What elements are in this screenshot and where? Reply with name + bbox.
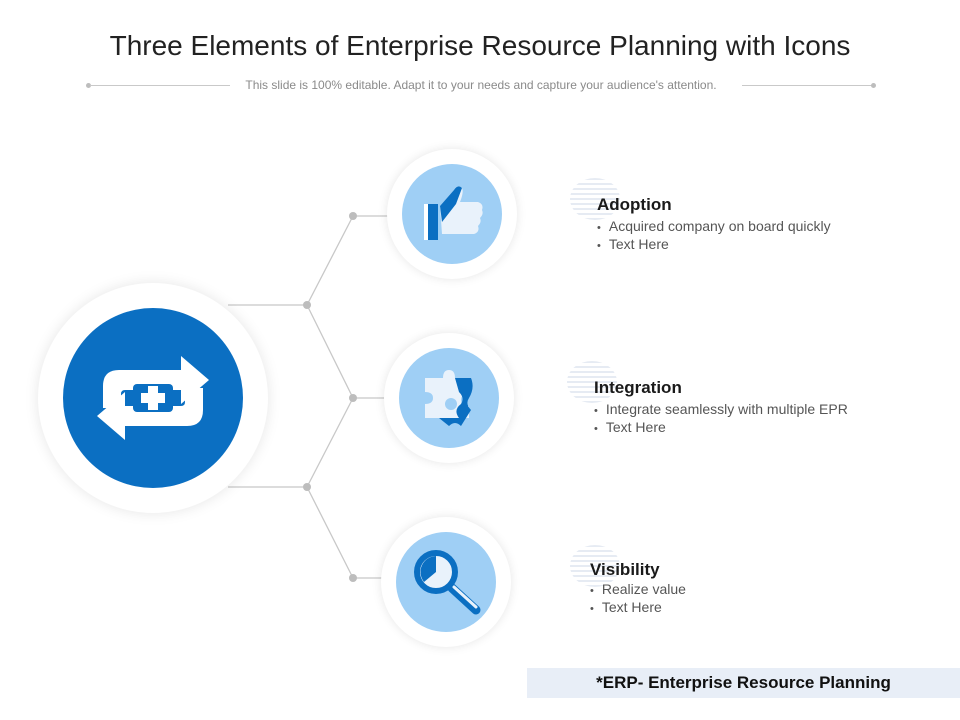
thumbs-up-icon bbox=[424, 186, 483, 240]
visibility-title: Visibility bbox=[590, 560, 660, 579]
adoption-title: Adoption bbox=[597, 195, 672, 214]
adoption-bullet-2: Text Here bbox=[597, 236, 669, 252]
subtitle-line-left bbox=[90, 85, 230, 86]
visibility-stripes bbox=[570, 545, 620, 587]
connector-node bbox=[303, 301, 311, 309]
integration-stripes bbox=[567, 361, 617, 403]
subtitle-row: This slide is 100% editable. Adapt it to… bbox=[86, 78, 876, 94]
center-circle bbox=[63, 308, 243, 488]
adoption-stripes bbox=[570, 178, 620, 220]
magnifier-icon bbox=[414, 550, 481, 615]
page-title: Three Elements of Enterprise Resource Pl… bbox=[109, 30, 851, 61]
connector-top-branch bbox=[228, 215, 388, 306]
visibility-circle bbox=[396, 532, 496, 632]
integration-circle bbox=[399, 348, 499, 448]
connector-bottom-branch bbox=[228, 486, 385, 579]
footnote: *ERP- Enterprise Resource Planning bbox=[527, 668, 960, 698]
connector-node bbox=[303, 483, 311, 491]
subtitle-dot-right bbox=[871, 83, 876, 88]
integration-title: Integration bbox=[594, 378, 682, 397]
connector-node bbox=[349, 394, 357, 402]
subtitle: This slide is 100% editable. Adapt it to… bbox=[86, 78, 876, 92]
integration-bullet-2: Text Here bbox=[594, 419, 666, 435]
visibility-bullet-1: Realize value bbox=[590, 581, 686, 597]
visibility-bullet-2: Text Here bbox=[590, 599, 662, 615]
connector-node bbox=[349, 574, 357, 582]
subtitle-text: This slide is 100% editable. Adapt it to… bbox=[235, 78, 727, 92]
connector-node bbox=[349, 212, 357, 220]
puzzle-icon bbox=[425, 370, 473, 426]
subtitle-dot-left bbox=[86, 83, 91, 88]
connector-mid-lower bbox=[306, 397, 354, 488]
adoption-bullet-1: Acquired company on board quickly bbox=[597, 218, 831, 234]
connector-mid-upper bbox=[306, 304, 385, 399]
adoption-circle bbox=[402, 164, 502, 264]
repeat-plus-icon bbox=[97, 356, 209, 440]
integration-bullet-1: Integrate seamlessly with multiple EPR bbox=[594, 401, 848, 417]
subtitle-line-right bbox=[742, 85, 872, 86]
